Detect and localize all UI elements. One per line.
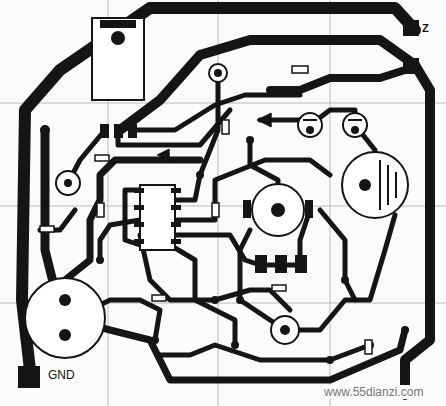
copper-traces <box>22 8 430 395</box>
solder-pads <box>18 20 419 388</box>
resistor-symbols <box>40 66 372 354</box>
terminal-label: Z <box>420 22 431 34</box>
watermark: www.55dianzi.com <box>322 385 425 399</box>
capacitor-outlines <box>25 64 408 358</box>
ground-label: GND <box>46 368 77 382</box>
ic-dip8 <box>134 185 181 250</box>
regulator-to220 <box>92 18 144 138</box>
capacitor-marks <box>303 120 396 210</box>
